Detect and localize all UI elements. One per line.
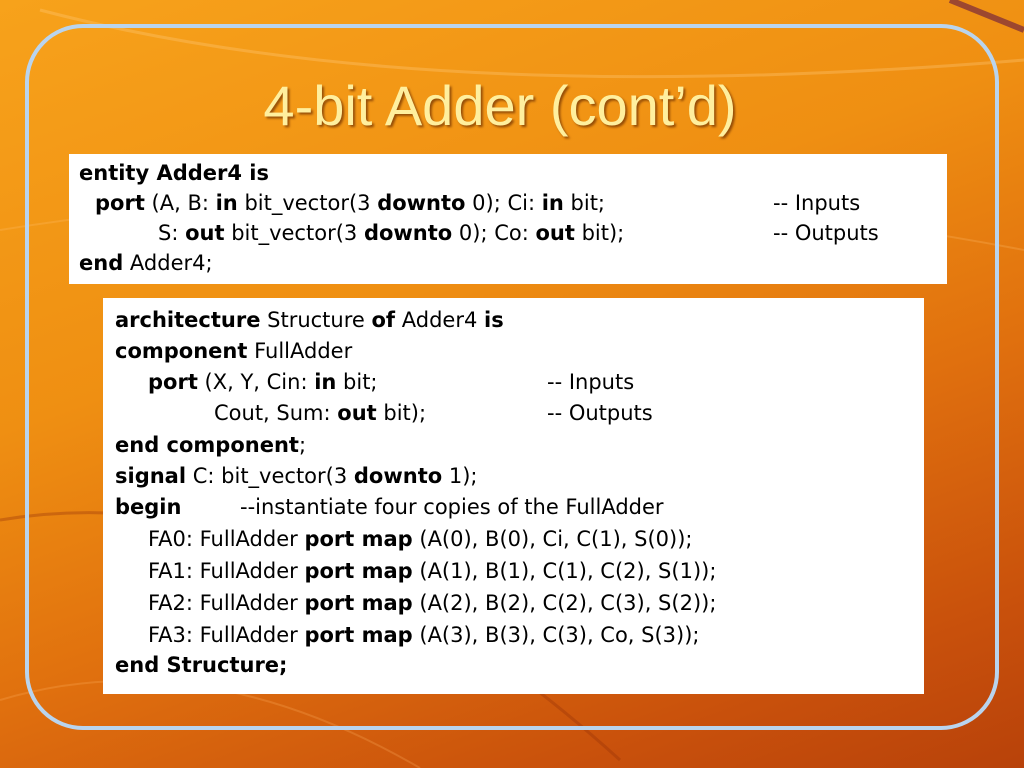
code-keyword: end Structure; [115, 653, 288, 677]
code-comment-1: -- Inputs [773, 191, 861, 215]
code-text: FullAdder [247, 339, 353, 363]
code-keyword: in [215, 191, 238, 215]
code-line-8: FA1: FullAdder port map (A(1), B(1), C(1… [148, 561, 716, 582]
code-line-7: FA0: FullAdder port map (A(0), B(0), Ci,… [148, 529, 693, 550]
code-text: (A, B: [144, 191, 216, 215]
code-text: S: [158, 221, 186, 245]
code-keyword: entity Adder4 is [79, 161, 270, 185]
code-text: FA0: FullAdder [148, 527, 305, 551]
slide-frame [25, 24, 999, 730]
code-text: bit); [376, 401, 427, 425]
code-line-2: port (X, Y, Cin: in bit; [148, 372, 378, 393]
code-keyword: component [115, 339, 248, 363]
code-text: Adder4 [395, 308, 484, 332]
code-text: (X, Y, Cin: [197, 370, 315, 394]
entity-code-box: entity Adder4 is port (A, B: in bit_vect… [69, 154, 947, 284]
code-keyword: port [95, 191, 145, 215]
slide-title: 4-bit Adder (cont’d) [263, 74, 737, 137]
code-keyword: port map [304, 623, 413, 647]
code-line-2: S: out bit_vector(3 downto 0); Co: out b… [158, 223, 624, 244]
code-line-11: end Structure; [115, 655, 287, 676]
code-comment-2: -- Inputs [547, 370, 635, 394]
code-line-1: port (A, B: in bit_vector(3 downto 0); C… [95, 193, 605, 214]
code-text: Structure [260, 308, 372, 332]
code-line-6: begin [115, 497, 181, 518]
code-text: ; [298, 433, 307, 457]
code-keyword: downto [353, 464, 443, 488]
code-comment-6: --instantiate four copies of the FullAdd… [240, 495, 664, 519]
code-line-5: signal C: bit_vector(3 downto 1); [115, 466, 477, 487]
code-text: bit_vector(3 [237, 191, 378, 215]
code-text: bit_vector(3 [224, 221, 364, 245]
code-keyword: in [314, 370, 337, 394]
code-text: C: bit_vector(3 [186, 464, 354, 488]
code-keyword: begin [115, 495, 182, 519]
code-text: bit); [574, 221, 625, 245]
code-keyword: architecture [115, 308, 261, 332]
code-keyword: port map [304, 591, 413, 615]
code-keyword: of [371, 308, 396, 332]
code-comment-3: -- Outputs [547, 401, 653, 425]
code-text: bit; [563, 191, 606, 215]
code-line-0: entity Adder4 is [79, 163, 269, 184]
code-keyword: out [535, 221, 575, 245]
code-line-3: Cout, Sum: out bit); [214, 403, 426, 424]
code-keyword: signal [115, 464, 187, 488]
code-text: 0); Co: [452, 221, 536, 245]
code-text: FA2: FullAdder [148, 591, 305, 615]
code-keyword: out [185, 221, 225, 245]
code-keyword: downto [363, 221, 453, 245]
code-keyword: port [148, 370, 198, 394]
code-text: FA1: FullAdder [148, 559, 305, 583]
code-line-4: end component; [115, 435, 306, 456]
code-text: 1); [442, 464, 478, 488]
code-line-10: FA3: FullAdder port map (A(3), B(3), C(3… [148, 625, 700, 646]
code-text: (A(0), B(0), Ci, C(1), S(0)); [412, 527, 693, 551]
code-text: 0); Ci: [465, 191, 542, 215]
code-keyword: downto [377, 191, 466, 215]
code-keyword: port map [304, 527, 413, 551]
code-text: FA3: FullAdder [148, 623, 305, 647]
code-text: bit; [336, 370, 378, 394]
code-keyword: end component [115, 433, 299, 457]
code-line-0: architecture Structure of Adder4 is [115, 310, 504, 331]
code-line-9: FA2: FullAdder port map (A(2), B(2), C(2… [148, 593, 716, 614]
code-text: Cout, Sum: [214, 401, 338, 425]
code-text: Adder4; [123, 251, 213, 275]
code-keyword: end [79, 251, 124, 275]
code-text: (A(3), B(3), C(3), Co, S(3)); [412, 623, 700, 647]
code-line-1: component FullAdder [115, 341, 352, 362]
code-comment-2: -- Outputs [773, 221, 879, 245]
code-text: (A(2), B(2), C(2), C(3), S(2)); [412, 591, 717, 615]
code-text: (A(1), B(1), C(1), C(2), S(1)); [412, 559, 717, 583]
code-keyword: in [541, 191, 564, 215]
code-keyword: is [484, 308, 504, 332]
code-line-3: end Adder4; [79, 253, 213, 274]
architecture-code-box: architecture Structure of Adder4 is comp… [103, 298, 924, 694]
code-keyword: out [337, 401, 377, 425]
code-keyword: port map [304, 559, 413, 583]
